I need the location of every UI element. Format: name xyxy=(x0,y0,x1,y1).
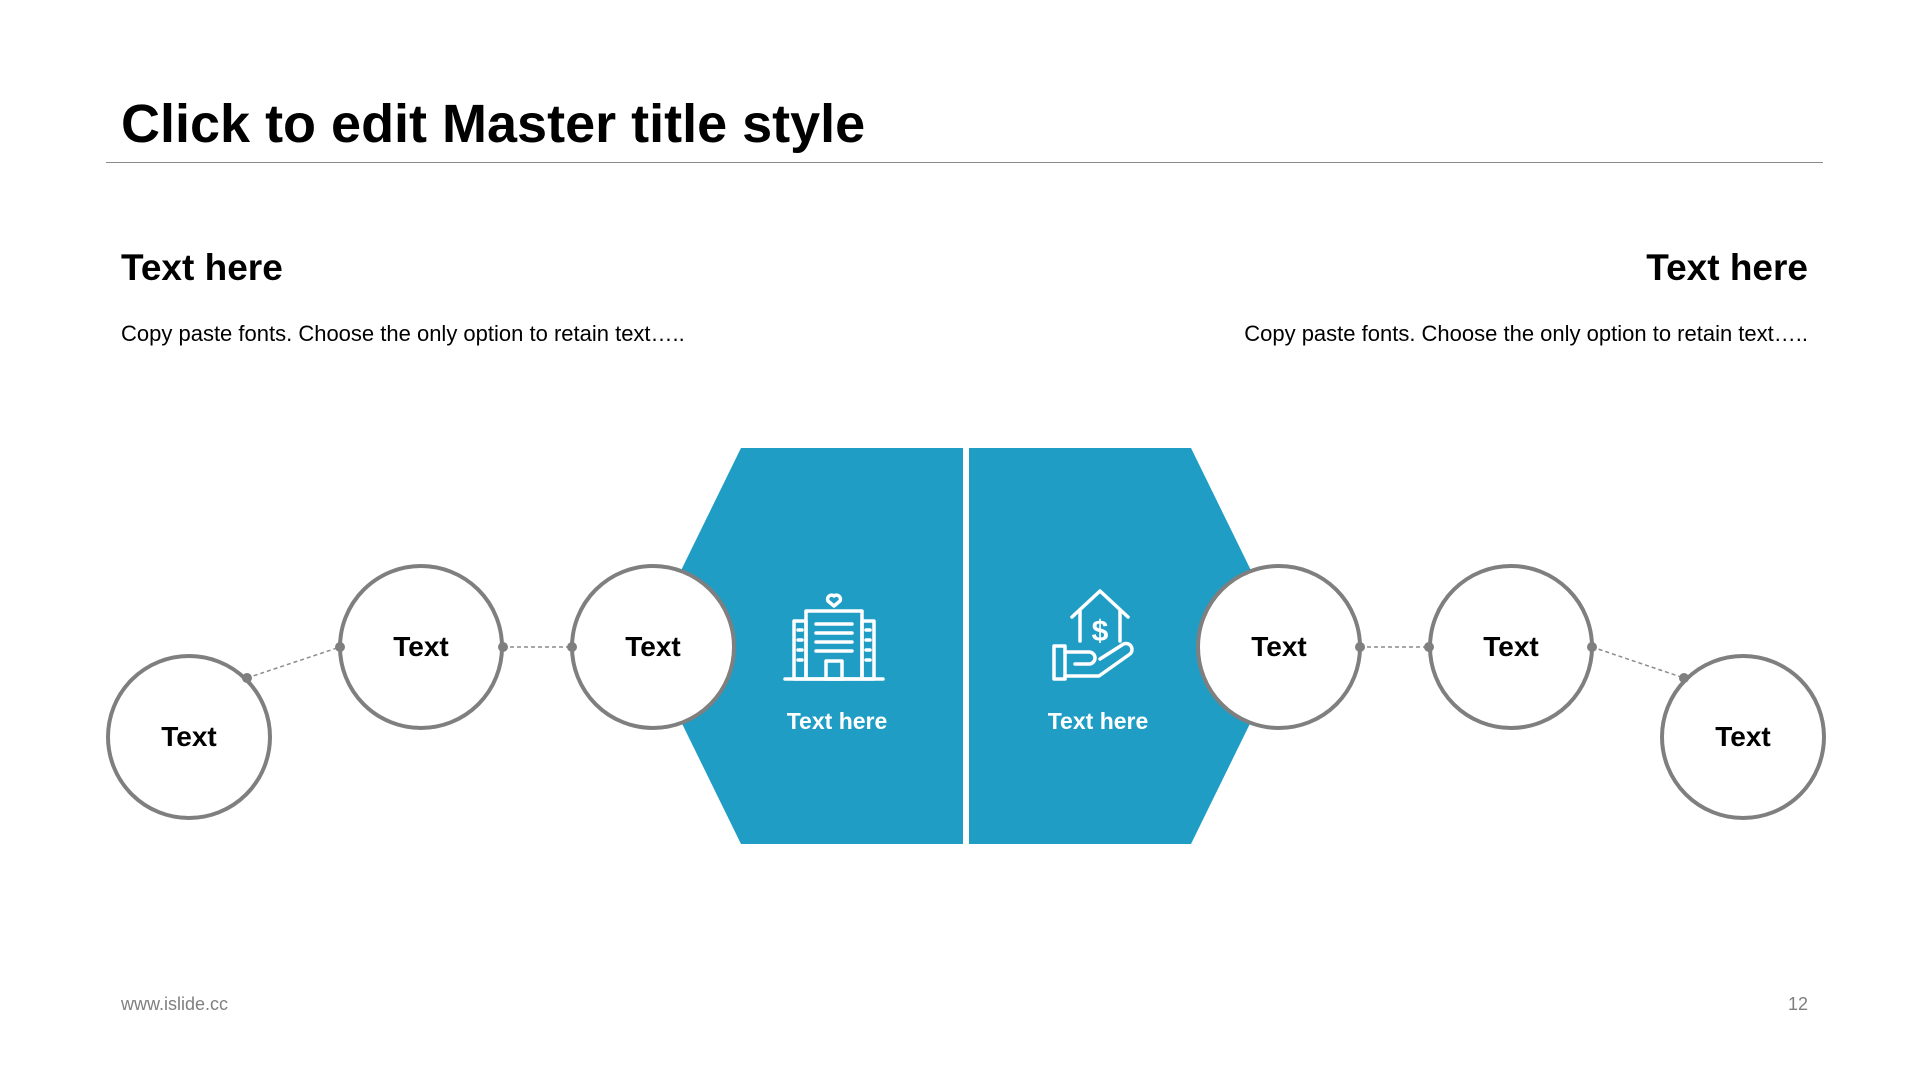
connector-dot xyxy=(1679,673,1689,683)
connector-left-1 xyxy=(246,646,341,679)
connector-dot xyxy=(242,673,252,683)
hospital-building-icon xyxy=(783,593,885,681)
circles xyxy=(106,564,1826,820)
circle-label-right-outer: Text xyxy=(1715,721,1771,752)
circle-label-left-inner: Text xyxy=(625,631,681,662)
connector-dots xyxy=(242,642,1689,683)
left-panel-label: Text here xyxy=(786,708,888,734)
connectors xyxy=(246,646,1685,679)
house-money-hand-icon xyxy=(1052,589,1134,681)
connector-dot xyxy=(567,642,577,652)
right-body-text: Copy paste fonts. Choose the only option… xyxy=(1244,321,1808,346)
connector-dot xyxy=(498,642,508,652)
circle-label-left-outer: Text xyxy=(161,721,217,752)
footer-website: www.islide.cc xyxy=(121,994,229,1014)
connector-dot xyxy=(1424,642,1434,652)
connector-dot xyxy=(335,642,345,652)
right-panel-label: Text here xyxy=(1047,708,1149,734)
right-heading: Text here xyxy=(1646,247,1808,288)
connector-dot xyxy=(1587,642,1597,652)
slide-title: Click to edit Master title style xyxy=(121,94,866,154)
left-panel-shape xyxy=(644,448,963,844)
left-heading: Text here xyxy=(121,247,283,288)
dollar-sign-glyph: $ xyxy=(1092,615,1109,648)
circle-label-right-middle: Text xyxy=(1483,631,1539,662)
circle-label-right-inner: Text xyxy=(1251,631,1307,662)
connector-right-2 xyxy=(1591,646,1685,679)
page-number: 12 xyxy=(1787,994,1808,1014)
circle-label-left-middle: Text xyxy=(393,631,449,662)
connector-dot xyxy=(1355,642,1365,652)
circle-left-outer xyxy=(106,654,272,820)
circle-right-outer xyxy=(1660,654,1826,820)
title-divider xyxy=(106,162,1823,163)
left-body-text: Copy paste fonts. Choose the only option… xyxy=(121,321,685,346)
